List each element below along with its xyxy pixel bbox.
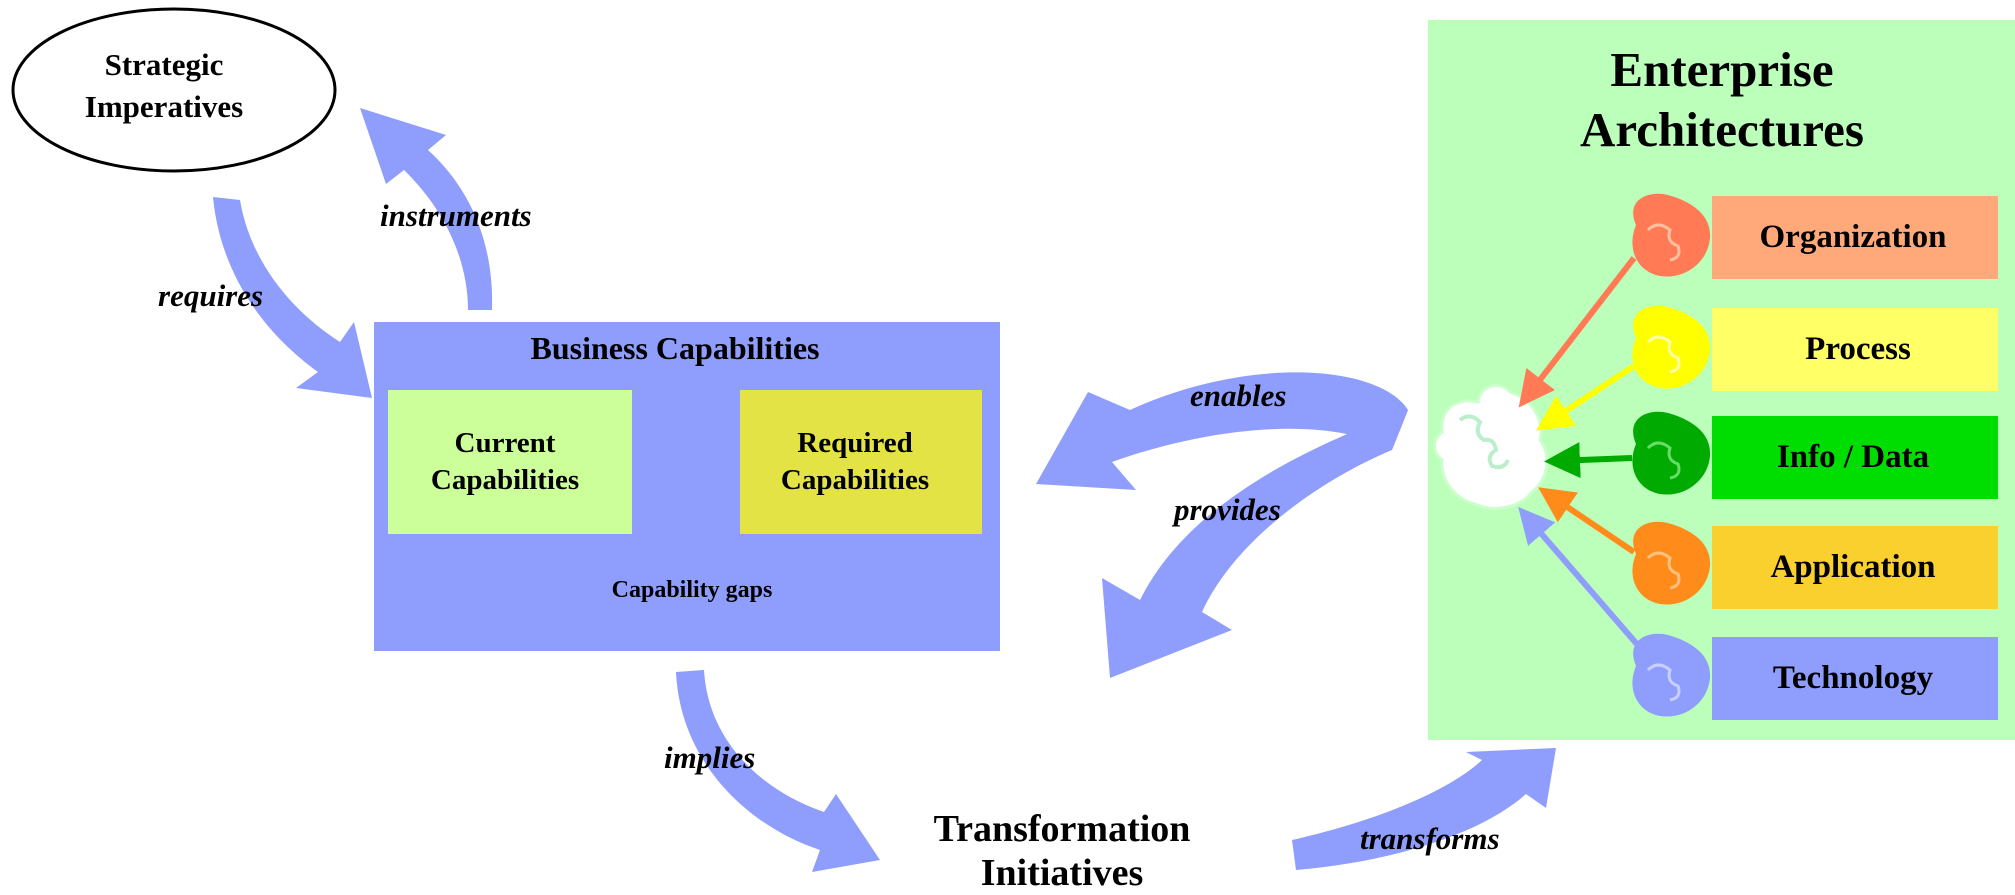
technology-label: Technology	[1773, 660, 1934, 696]
technology-puzzle-icon	[1632, 633, 1711, 717]
info-data-label: Info / Data	[1777, 439, 1929, 475]
business-capabilities-box: Business Capabilities Current Capabiliti…	[374, 322, 1000, 651]
transformation-initiatives-node: Transformation Initiatives	[934, 808, 1191, 894]
requires-arrow	[213, 197, 372, 398]
transforms-label: transforms	[1360, 821, 1500, 856]
transforms-arrow	[1292, 748, 1556, 870]
strategic-imperatives-line2: Imperatives	[85, 89, 243, 124]
transformation-line2: Initiatives	[981, 852, 1144, 894]
enterprise-architectures-line1: Enterprise	[1610, 42, 1833, 97]
organization-puzzle-icon	[1632, 193, 1711, 277]
requires-label: requires	[158, 278, 263, 313]
instruments-arrow	[360, 108, 493, 310]
transformation-line1: Transformation	[934, 808, 1191, 850]
current-capabilities-line1: Current	[455, 427, 556, 459]
capability-gaps-label: Capability gaps	[612, 577, 773, 603]
technology-layer: Technology	[1518, 506, 1998, 720]
enterprise-architectures-line2: Architectures	[1580, 102, 1864, 157]
required-capabilities-box: Required Capabilities	[740, 390, 982, 534]
current-capabilities-line2: Capabilities	[431, 464, 579, 496]
application-puzzle-icon	[1632, 521, 1711, 605]
required-capabilities-line2: Capabilities	[781, 464, 929, 496]
enables-label: enables	[1190, 378, 1286, 413]
strategic-imperatives-line1: Strategic	[105, 47, 224, 82]
provides-arrow	[1102, 410, 1408, 678]
required-capabilities-line1: Required	[797, 427, 912, 459]
info-data-puzzle-icon	[1632, 411, 1711, 495]
process-puzzle-icon	[1632, 305, 1711, 389]
info-data-layer: Info / Data	[1544, 411, 1998, 499]
process-label: Process	[1805, 331, 1911, 367]
application-label: Application	[1770, 549, 1935, 585]
instruments-label: instruments	[380, 198, 532, 233]
implies-arrow	[676, 670, 880, 872]
organization-label: Organization	[1760, 219, 1947, 255]
provides-label: provides	[1171, 492, 1281, 527]
enterprise-architectures-panel: Enterprise Architectures Organization Pr…	[1428, 20, 2015, 740]
enables-arrow	[1036, 372, 1408, 490]
process-layer: Process	[1535, 305, 1998, 431]
current-capabilities-box: Current Capabilities	[388, 390, 632, 534]
strategic-imperatives-node: Strategic Imperatives	[11, 7, 337, 173]
implies-label: implies	[664, 740, 755, 775]
organization-layer: Organization	[1518, 193, 1998, 408]
application-layer: Application	[1538, 487, 1998, 609]
business-capabilities-title: Business Capabilities	[531, 330, 820, 366]
